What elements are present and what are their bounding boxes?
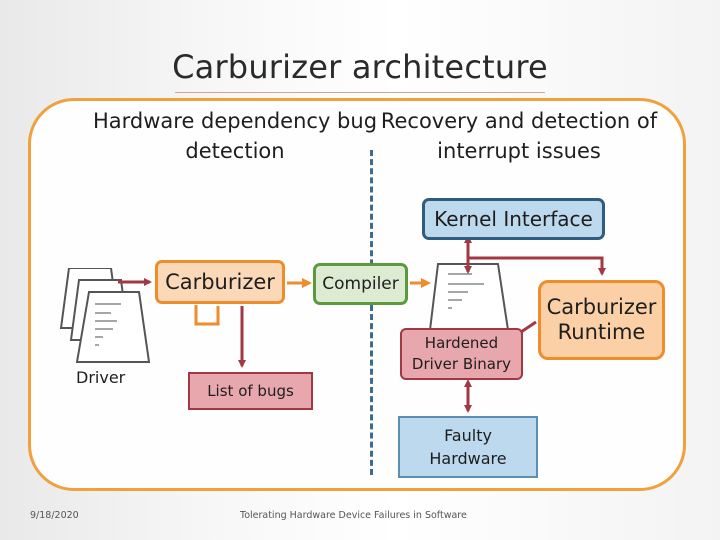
runtime-line2: Runtime bbox=[557, 320, 646, 344]
hardened-line1: Hardened bbox=[424, 334, 499, 352]
slide-title: Carburizer architecture bbox=[172, 48, 548, 86]
carburizer-box: Carburizer bbox=[155, 260, 285, 304]
heading-right-line2: interrupt issues bbox=[437, 139, 601, 163]
faulty-hardware-box: Faulty Hardware bbox=[398, 416, 538, 478]
section-divider bbox=[370, 150, 373, 475]
faulty-line1: Faulty bbox=[444, 426, 492, 445]
compiled-code-document-icon bbox=[428, 263, 510, 331]
footer-date: 9/18/2020 bbox=[30, 510, 79, 521]
heading-left-line2: detection bbox=[185, 139, 285, 163]
driver-source-documents-icon bbox=[59, 268, 151, 363]
hardened-driver-binary-box: Hardened Driver Binary bbox=[400, 328, 523, 380]
heading-left: Hardware dependency bug detection bbox=[85, 106, 385, 166]
kernel-interface-box: Kernel Interface bbox=[422, 198, 605, 240]
list-of-bugs-box: List of bugs bbox=[188, 372, 313, 410]
driver-label: Driver bbox=[76, 368, 126, 387]
faulty-line2: Hardware bbox=[429, 449, 507, 468]
runtime-line1: Carburizer bbox=[546, 295, 657, 319]
compiler-box: Compiler bbox=[313, 263, 408, 305]
title-underline bbox=[175, 92, 545, 93]
footer-caption: Tolerating Hardware Device Failures in S… bbox=[240, 510, 467, 521]
hardened-line2: Driver Binary bbox=[411, 355, 512, 373]
carburizer-runtime-box: Carburizer Runtime bbox=[538, 280, 665, 360]
heading-right: Recovery and detection of interrupt issu… bbox=[378, 106, 660, 166]
heading-right-line1: Recovery and detection of bbox=[380, 109, 658, 133]
heading-left-line1: Hardware dependency bug bbox=[92, 109, 378, 133]
